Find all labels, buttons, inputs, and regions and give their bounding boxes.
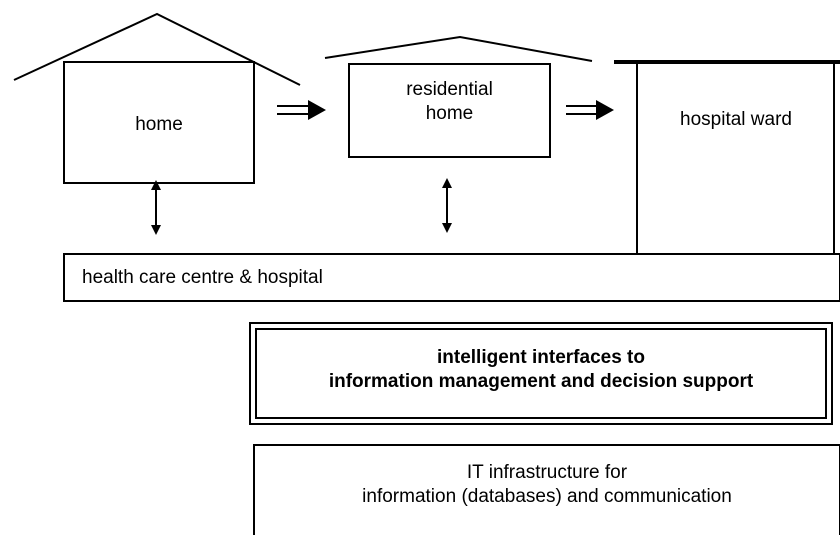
- hospital-ward-building: [614, 60, 840, 253]
- health-care-centre-box: [63, 253, 840, 302]
- it-infrastructure-box: [253, 444, 840, 535]
- intelligent-interfaces-box: [249, 322, 833, 425]
- double-arrow-residential-to-ward: [566, 100, 614, 120]
- home-house: [13, 12, 301, 184]
- it-infrastructure-label: IT infrastructure for information (datab…: [362, 462, 732, 507]
- intelligent-interfaces-label: intelligent interfaces to information ma…: [328, 347, 754, 392]
- home-label: home: [135, 114, 183, 135]
- hospital-ward-label: hospital ward: [680, 109, 792, 130]
- residential-home-label: residential home: [406, 79, 493, 124]
- residential-home-house: [324, 35, 593, 158]
- double-arrow-home-to-residential: [277, 100, 326, 120]
- health-care-centre-label: health care centre & hospital: [82, 267, 323, 288]
